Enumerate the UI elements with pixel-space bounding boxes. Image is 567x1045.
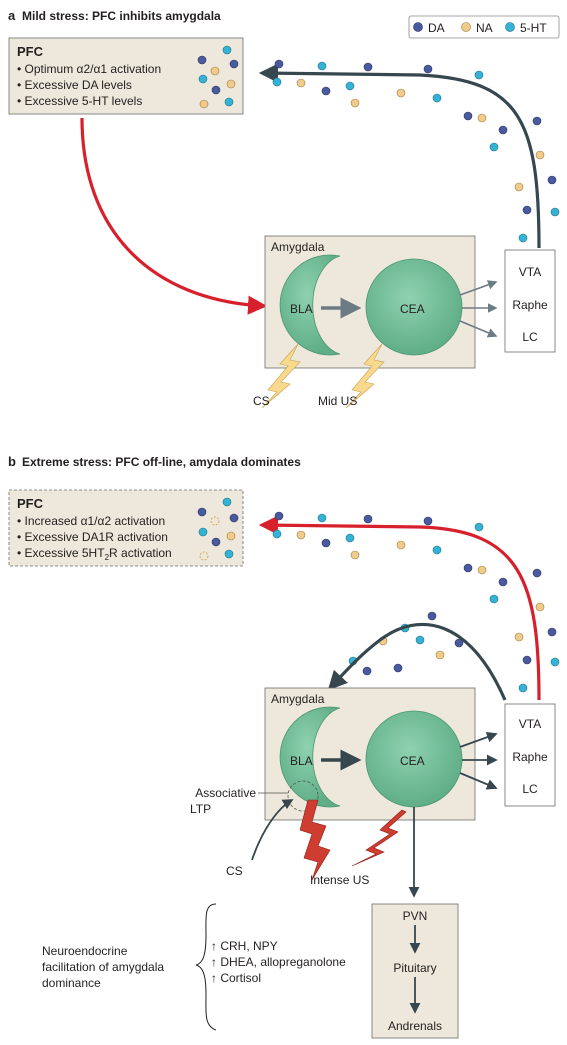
nucleus-vta-b: VTA [519, 717, 541, 731]
amygdala-a-label: Amygdala [271, 240, 325, 254]
pfc-b-line-3: • Excessive 5HT2R activation [17, 546, 172, 562]
pfc-box-b: PFC • Increased α1/α2 activation • Exces… [8, 489, 244, 567]
hpa-box: PVN Pituitary Andrenals [371, 903, 459, 1039]
ltp-site [287, 780, 319, 812]
nucleus-raphe-a: Raphe [512, 298, 548, 312]
neuro-label-line-3: dominance [42, 976, 101, 990]
pfc-b-title: PFC [17, 496, 44, 511]
cs-label-a: CS [253, 394, 270, 408]
nuclei-box-a: VTA Raphe LC [504, 249, 556, 353]
neuro-item-1: ↑ CRH, NPY [211, 939, 278, 953]
arrow-cs-to-bla-b [251, 799, 294, 861]
legend: DA NA 5-HT [408, 15, 560, 39]
bla-label-a: BLA [290, 302, 313, 316]
pfc-a-line-1: • Optimum α2/α1 activation [17, 62, 161, 76]
legend-5ht-label: 5-HT [520, 21, 547, 35]
us-bolt-b-2 [351, 809, 407, 867]
ltp-label-line-2: LTP [190, 802, 211, 816]
nucleus-lc-b: LC [522, 782, 538, 796]
hpa-adrenals: Andrenals [388, 1019, 442, 1033]
cs-label-b: CS [226, 864, 243, 878]
cea-label-b: CEA [400, 754, 425, 768]
legend-5ht-dot [505, 22, 515, 32]
pfc-a-title: PFC [17, 44, 44, 59]
panel-a-title: Mild stress: PFC inhibits amygdala [22, 9, 221, 23]
arrow-vta-to-bla-b [327, 622, 507, 701]
amygdala-box-b: Amygdala BLA CEA [264, 687, 476, 821]
pfc-b-line-1: • Increased α1/α2 activation [17, 514, 165, 528]
ltp-label-line-1: Associative [195, 786, 256, 800]
hpa-pituitary: Pituitary [393, 961, 436, 975]
legend-da-dot [413, 22, 423, 32]
neuro-label-line-1: Neuroendocrine [42, 944, 128, 958]
nucleus-lc-a: LC [522, 330, 538, 344]
amygdala-box-a: Amygdala BLA CEA [264, 235, 476, 369]
neurotransmitter-dots-b [272, 511, 560, 693]
panel-b-letter: b [8, 454, 16, 469]
cs-bolt-a [261, 343, 301, 409]
us-label-a: Mid US [318, 394, 357, 408]
pfc-a-line-3: • Excessive 5-HT levels [17, 94, 142, 108]
nuclei-box-b: VTA Raphe LC [504, 703, 556, 807]
cea-outputs-b [459, 731, 498, 790]
panel-b-title: Extreme stress: PFC off-line, amydala do… [22, 455, 301, 469]
legend-na-label: NA [476, 21, 493, 35]
pfc-dots-b [197, 497, 239, 561]
neuro-item-2: ↑ DHEA, allopreganolone [211, 955, 346, 969]
pfc-a-line-2: • Excessive DA levels [17, 78, 132, 92]
neurotransmitter-dots-a [197, 45, 560, 243]
us-label-b: Intense US [310, 873, 369, 887]
neuro-label-line-2: facilitation of amygdala [42, 960, 164, 974]
cea-label-a: CEA [400, 302, 425, 316]
cea-outputs-a [459, 280, 498, 338]
neuro-brace [195, 903, 217, 1031]
nucleus-vta-a: VTA [519, 265, 541, 279]
bla-label-b: BLA [290, 754, 313, 768]
legend-na-dot [461, 22, 471, 32]
bla-shape-a [279, 254, 341, 356]
us-bolt-a [345, 343, 385, 409]
nucleus-raphe-b: Raphe [512, 750, 548, 764]
arrow-pfc-to-bla-a [80, 117, 268, 315]
arrow-vta-to-pfc-a [258, 63, 541, 249]
amygdala-b-label: Amygdala [271, 692, 325, 706]
neuro-item-3: ↑ Cortisol [211, 971, 261, 985]
legend-da-label: DA [428, 21, 445, 35]
panel-a-letter: a [8, 8, 16, 23]
us-bolt-b-1 [299, 799, 331, 881]
hpa-pvn: PVN [403, 909, 428, 923]
bla-shape-b [279, 706, 341, 808]
pfc-b-line-2: • Excessive DA1R activation [17, 530, 168, 544]
cea-shape-a [365, 258, 463, 356]
arrow-vta-to-pfc-b [258, 515, 541, 701]
